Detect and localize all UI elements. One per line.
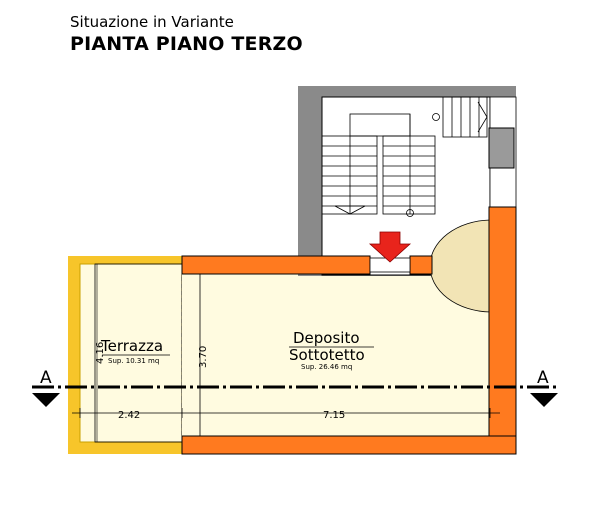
wall-pillar: [488, 127, 515, 169]
stair-flight-right: [382, 114, 436, 215]
dim-deposit-width: 7.15: [323, 410, 345, 421]
section-arrow-right-icon: [530, 393, 558, 407]
terrace-name: Terrazza: [100, 337, 163, 355]
dim-deposit-height: 3.70: [198, 346, 209, 368]
deposit-name-line1: Deposito: [293, 329, 360, 347]
terrace-area: Sup. 10.31 mq: [108, 357, 159, 365]
entrance-arrow-icon: [368, 231, 412, 263]
section-label-left: A: [40, 368, 52, 388]
dim-terrace-height: 4.16: [95, 342, 106, 364]
stair-flight-upper: [442, 96, 488, 138]
stair-start-circle-icon: [406, 209, 414, 217]
dim-terrace-width: 2.42: [118, 410, 140, 421]
dim-ticks: [79, 408, 491, 418]
section-arrow-left-icon: [32, 393, 60, 407]
stair-down-arrow-icon: [334, 205, 366, 215]
drawing-subtitle: Situazione in Variante: [70, 13, 234, 31]
walls-new: [181, 206, 517, 455]
deposit-name-line2: Sottotetto: [289, 346, 365, 364]
deposit-area: Sup. 26.46 mq: [301, 363, 352, 371]
stair-top-circle-icon: [432, 113, 440, 121]
drawing-title: PIANTA PIANO TERZO: [70, 33, 303, 55]
deposit-floor: [182, 274, 490, 436]
section-label-right: A: [537, 368, 549, 388]
